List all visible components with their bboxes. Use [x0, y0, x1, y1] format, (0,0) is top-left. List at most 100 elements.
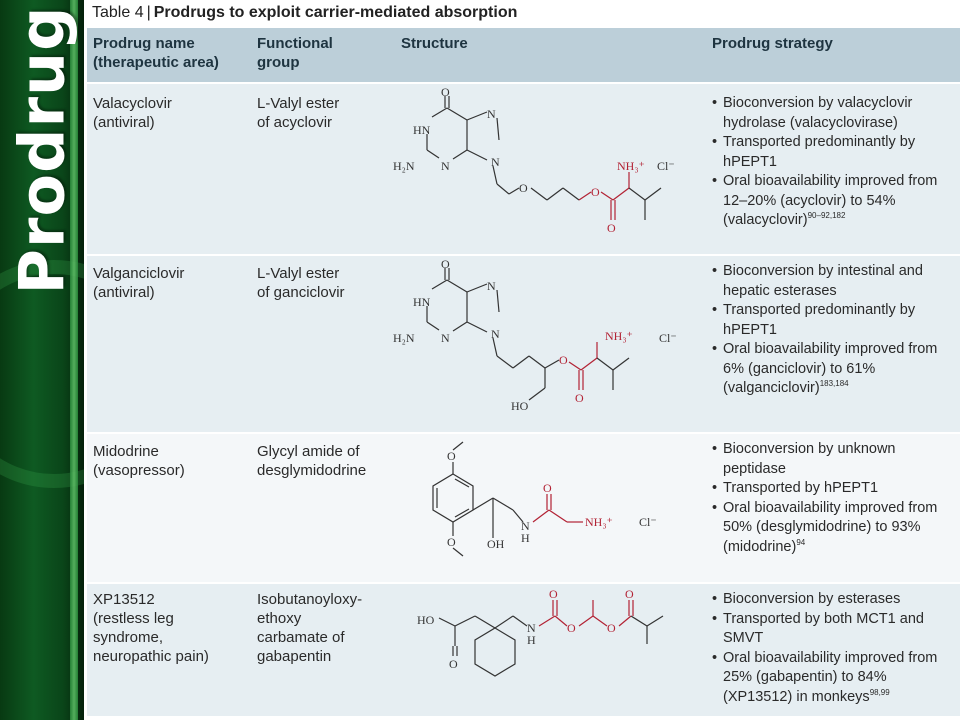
atom-label: N	[441, 159, 450, 173]
therapeutic-area: (restless leg	[93, 610, 174, 627]
atom-label: O	[575, 391, 584, 405]
row-divider	[87, 432, 960, 434]
atom-label: H	[527, 633, 536, 647]
atom-label: O	[449, 657, 458, 671]
atom-label: HO	[417, 613, 435, 627]
row-divider	[87, 254, 960, 256]
strategy-list: Bioconversion by valacyclovir hydrolase …	[712, 94, 957, 231]
strategy-item: Bioconversion by unknown peptidase	[712, 440, 957, 479]
atom-label: N	[491, 155, 500, 169]
functional-group-text: of acyclovir	[257, 114, 333, 131]
header-structure: Structure	[401, 35, 468, 52]
prodrug-name: Valganciclovir	[93, 265, 185, 282]
sidebar-banner: Prodrug	[0, 0, 84, 720]
atom-label: N	[441, 331, 450, 345]
functional-group-cell: L-Valyl ester of acyclovir	[257, 94, 397, 132]
atom-label: N	[487, 107, 496, 121]
strategy-text: Transported by both MCT1 and SMVT	[723, 610, 924, 647]
functional-group-text: Glycyl amide of	[257, 443, 360, 460]
therapeutic-area: (antiviral)	[93, 114, 155, 131]
strategy-text: Transported predominantly by hPEPT1	[723, 134, 916, 170]
strategy-text: Oral bioavailability improved from 6% (g…	[723, 341, 938, 396]
header-text: Functional	[257, 35, 333, 52]
table-row: Midodrine (vasopressor) Glycyl amide of …	[87, 434, 960, 582]
therapeutic-area: (antiviral)	[93, 284, 155, 301]
prodrug-name: XP13512	[93, 591, 155, 608]
atom-label: Cl⁻	[657, 159, 675, 173]
title-separator: |	[146, 4, 151, 21]
atom-label: NH₃⁺	[617, 159, 645, 173]
prodrug-strategy-cell: Bioconversion by intestinal and hepatic …	[712, 262, 957, 399]
functional-group-text: ethoxy	[257, 610, 302, 627]
strategy-list: Bioconversion by esterases Transported b…	[712, 590, 957, 707]
atom-label: NH₃⁺	[605, 329, 633, 343]
header-prodrug-name: Prodrug name (therapeutic area)	[93, 34, 253, 72]
table-row: Valacyclovir (antiviral) L-Valyl ester o…	[87, 84, 960, 254]
strategy-item: Bioconversion by valacyclovir hydrolase …	[712, 94, 957, 133]
table-row: XP13512 (restless leg syndrome, neuropat…	[87, 584, 960, 716]
reference-superscript: 90–92,182	[807, 211, 846, 221]
functional-group-text: L-Valyl ester	[257, 265, 340, 282]
prodrug-name-cell: Valacyclovir (antiviral)	[93, 94, 253, 132]
table-number: Table 4	[92, 4, 144, 21]
strategy-text: Bioconversion by intestinal and hepatic …	[723, 263, 923, 299]
atom-label: OH	[487, 537, 505, 551]
prodrug-name: Midodrine	[93, 443, 159, 460]
strategy-item: Oral bioavailability improved from 12–20…	[712, 172, 957, 231]
atom-label: O	[625, 587, 634, 601]
decorative-stripe	[70, 0, 78, 720]
strategy-item: Oral bioavailability improved from 25% (…	[712, 649, 957, 708]
functional-group-cell: Glycyl amide of desglymidodrine	[257, 442, 397, 480]
functional-group-text: Isobutanoyloxy-	[257, 591, 363, 608]
strategy-text: Oral bioavailability improved from 25% (…	[723, 649, 938, 705]
atom-label: NH₃⁺	[585, 515, 613, 529]
atom-label: N	[527, 621, 536, 635]
strategy-text: Oral bioavailability improved from 50% (…	[723, 499, 938, 555]
atom-label: O	[447, 449, 456, 463]
functional-group-text: carbamate of	[257, 629, 345, 646]
atom-label: N	[487, 279, 496, 293]
atom-label: HN	[413, 123, 431, 137]
strategy-item: Transported predominantly by hPEPT1	[712, 133, 957, 172]
table-header-row: Prodrug name (therapeutic area) Function…	[87, 28, 960, 82]
strategy-list: Bioconversion by unknown peptidase Trans…	[712, 440, 957, 557]
prodrug-name-cell: XP13512 (restless leg syndrome, neuropat…	[93, 590, 253, 666]
strategy-text: Bioconversion by unknown peptidase	[723, 441, 896, 477]
table-panel: Table 4|Prodrugs to exploit carrier-medi…	[84, 0, 960, 720]
strategy-list: Bioconversion by intestinal and hepatic …	[712, 262, 957, 399]
midodrine-structure: O O OH N H Cl⁻ O NH₃⁺	[432, 441, 657, 557]
atom-label: O	[441, 258, 450, 271]
atom-label: O	[447, 535, 456, 549]
header-text: group	[257, 54, 300, 71]
atom-label: O	[607, 621, 616, 635]
atom-label: HO	[511, 399, 529, 413]
functional-group-cell: Isobutanoyloxy- ethoxy carbamate of gaba…	[257, 590, 397, 666]
header-text: Prodrug name	[93, 35, 195, 52]
reference-superscript: 98,99	[869, 687, 890, 697]
atom-label: O	[549, 587, 558, 601]
prodrug-strategy-cell: Bioconversion by unknown peptidase Trans…	[712, 440, 957, 557]
table-caption: Prodrugs to exploit carrier-mediated abs…	[153, 4, 518, 21]
atom-label: O	[591, 185, 600, 199]
functional-group-text: of ganciclovir	[257, 284, 345, 301]
atom-label: Cl⁻	[659, 331, 677, 345]
therapeutic-area: neuropathic pain)	[93, 648, 209, 665]
atom-label: N	[491, 327, 500, 341]
xp13512-structure: HO O N H O O O O	[417, 587, 664, 677]
table-row: Valganciclovir (antiviral) L-Valyl ester…	[87, 256, 960, 432]
row-divider	[87, 582, 960, 584]
strategy-item: Oral bioavailability improved from 50% (…	[712, 499, 957, 558]
atom-label: H	[521, 531, 530, 545]
strategy-item: Bioconversion by esterases	[712, 590, 957, 610]
atom-label: H₂N	[393, 331, 415, 345]
prodrug-strategy-cell: Bioconversion by esterases Transported b…	[712, 590, 957, 707]
reference-superscript: 183,184	[819, 379, 849, 389]
strategy-item: Transported by hPEPT1	[712, 479, 957, 499]
header-prodrug-strategy: Prodrug strategy	[712, 35, 833, 52]
therapeutic-area: syndrome,	[93, 629, 164, 646]
atom-label: O	[441, 88, 450, 99]
functional-group-cell: L-Valyl ester of ganciclovir	[257, 264, 397, 302]
atom-label: HN	[413, 295, 431, 309]
therapeutic-area: (vasopressor)	[93, 462, 185, 479]
atom-label: O	[607, 221, 616, 235]
